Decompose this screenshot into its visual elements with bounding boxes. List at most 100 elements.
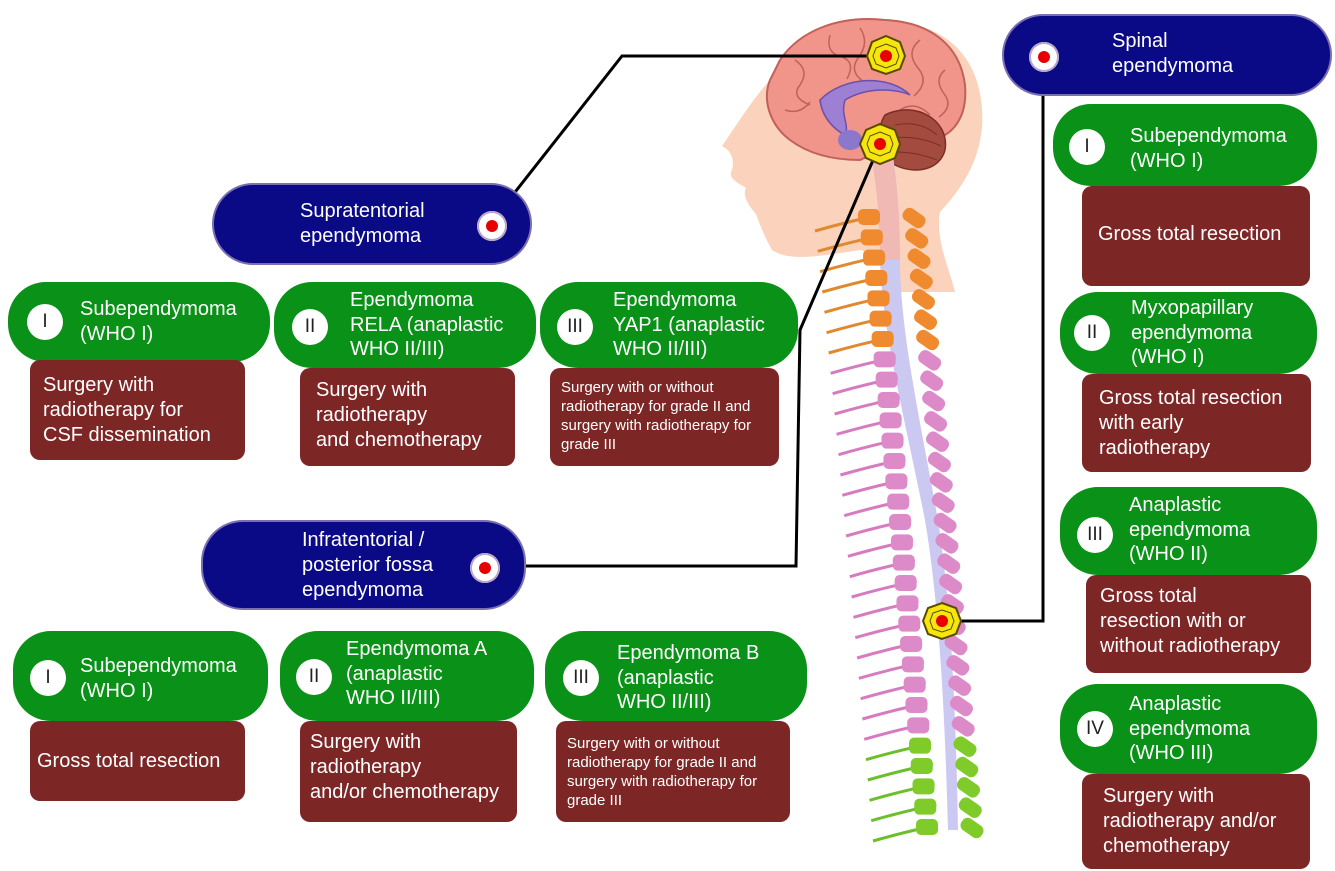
tumor-location-icon (477, 211, 507, 241)
vertebral-body (870, 311, 892, 327)
grade-number: I (30, 660, 66, 696)
grade-number: I (27, 304, 63, 340)
vertebral-body (916, 819, 938, 835)
spinal-grade-4: IV Anaplastic ependymoma (WHO III) (1060, 684, 1317, 774)
vertebral-body (880, 412, 902, 428)
treatment-text: Gross total resection (37, 749, 220, 774)
spinous-process (955, 775, 983, 800)
vertebral-body (883, 453, 905, 469)
grade-name: Anaplastic ependymoma (WHO III) (1129, 692, 1250, 766)
vertebral-body (885, 473, 907, 489)
tumor-marker-supratentorial (867, 36, 905, 74)
vertebral-body (909, 738, 931, 754)
location-supratentorial: Supratentorial ependymoma (212, 183, 532, 265)
infratentorial-treatment-1: Gross total resection (30, 721, 245, 801)
spinous-process (958, 815, 986, 840)
spinous-process (953, 754, 981, 779)
vertebral-body (882, 433, 904, 449)
grade-number: III (563, 660, 599, 696)
location-spinal-label: Spinal ependymoma (1112, 29, 1233, 79)
supratentorial-grade-2: II Ependymoma RELA (anaplastic WHO II/II… (274, 282, 536, 368)
infratentorial-treatment-3: Surgery with or without radiotherapy for… (556, 721, 790, 822)
vertebral-body (911, 758, 933, 774)
vertebral-body (891, 534, 913, 550)
treatment-text: Surgery with or without radiotherapy for… (561, 378, 751, 454)
grade-name: Ependymoma YAP1 (anaplastic WHO II/III) (613, 288, 765, 362)
treatment-text: Surgery with radiotherapy for CSF dissem… (43, 373, 211, 448)
vertebral-body (893, 555, 915, 571)
spinous-process (922, 409, 950, 434)
spinous-process (920, 388, 948, 413)
vertebral-body (889, 514, 911, 530)
infratentorial-grade-1: I Subependymoma (WHO I) (13, 631, 268, 721)
supratentorial-treatment-1: Surgery with radiotherapy for CSF dissem… (30, 360, 245, 460)
supratentorial-treatment-2: Surgery with radiotherapy and chemothera… (300, 368, 515, 466)
location-infratentorial-label: Infratentorial / posterior fossa ependym… (302, 528, 433, 603)
treatment-text: Surgery with radiotherapy and/or chemoth… (1103, 784, 1276, 859)
vertebral-body (904, 677, 926, 693)
vertebral-body (874, 351, 896, 367)
treatment-text: Gross total resection with or without ra… (1100, 584, 1280, 659)
vertebral-body (887, 494, 909, 510)
vertebral-body (896, 595, 918, 611)
spinous-process (912, 307, 940, 332)
treatment-text: Surgery with radiotherapy and chemothera… (316, 378, 482, 453)
treatment-text: Gross total resection (1098, 222, 1281, 247)
vertebral-body (858, 209, 880, 225)
spinal-grade-1: I Subependymoma (WHO I) (1053, 104, 1317, 186)
supratentorial-treatment-3: Surgery with or without radiotherapy for… (550, 368, 779, 466)
infratentorial-grade-3: III Ependymoma B (anaplastic WHO II/III) (545, 631, 807, 721)
vertebral-body (907, 717, 929, 733)
spinal-treatment-1: Gross total resection (1082, 186, 1310, 286)
spinal-treatment-2: Gross total resection with early radioth… (1082, 374, 1311, 472)
vertebral-body (900, 636, 922, 652)
spinal-treatment-3: Gross total resection with or without ra… (1086, 575, 1311, 673)
grade-name: Ependymoma RELA (anaplastic WHO II/III) (350, 288, 503, 362)
grade-name: Myxopapillary ependymoma (WHO I) (1131, 296, 1253, 370)
vertebral-body (861, 229, 883, 245)
treatment-text: Surgery with or without radiotherapy for… (567, 734, 757, 810)
grade-name: Anaplastic ependymoma (WHO II) (1129, 493, 1250, 567)
spinous-process (914, 327, 942, 352)
supratentorial-grade-1: I Subependymoma (WHO I) (8, 282, 270, 362)
treatment-text: Surgery with radiotherapy and/or chemoth… (310, 730, 499, 805)
grade-number: III (557, 309, 593, 345)
vertebral-body (878, 392, 900, 408)
location-supratentorial-label: Supratentorial ependymoma (300, 199, 425, 249)
grade-name: Subependymoma (WHO I) (80, 297, 237, 346)
vertebral-body (913, 778, 935, 794)
thalamus (838, 130, 862, 150)
vertebral-body (863, 250, 885, 266)
vertebral-body (914, 799, 936, 815)
grade-number: II (292, 309, 328, 345)
vertebral-body (876, 372, 898, 388)
tumor-location-icon (470, 553, 500, 583)
tumor-location-icon (1029, 42, 1059, 72)
vertebral-body (905, 697, 927, 713)
spinous-process (918, 368, 946, 393)
grade-number: II (1074, 315, 1110, 351)
grade-name: Ependymoma B (anaplastic WHO II/III) (617, 641, 759, 715)
spinal-grade-3: III Anaplastic ependymoma (WHO II) (1060, 487, 1317, 575)
grade-number: III (1077, 517, 1113, 553)
grade-number: IV (1077, 711, 1113, 747)
vertebral-body (865, 270, 887, 286)
spinous-process (926, 449, 954, 474)
vertebral-body (872, 331, 894, 347)
location-infratentorial: Infratentorial / posterior fossa ependym… (201, 520, 526, 610)
grade-name: Ependymoma A (anaplastic WHO II/III) (346, 637, 487, 711)
vertebral-body (895, 575, 917, 591)
spinous-process (916, 348, 944, 373)
spinal-grade-2: II Myxopapillary ependymoma (WHO I) (1060, 292, 1317, 374)
vertebral-body (898, 616, 920, 632)
infratentorial-grade-2: II Ependymoma A (anaplastic WHO II/III) (280, 631, 534, 721)
vertebral-body (902, 656, 924, 672)
tumor-marker-infratentorial (860, 124, 900, 164)
grade-number: I (1069, 129, 1105, 165)
treatment-text: Gross total resection with early radioth… (1099, 386, 1282, 461)
tumor-marker-spinal (923, 603, 961, 639)
vertebral-body (867, 290, 889, 306)
grade-name: Subependymoma (WHO I) (1130, 124, 1287, 173)
spinous-process (956, 795, 984, 820)
supratentorial-grade-3: III Ependymoma YAP1 (anaplastic WHO II/I… (540, 282, 798, 368)
